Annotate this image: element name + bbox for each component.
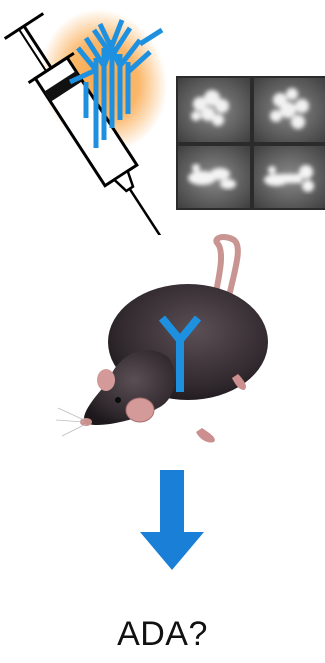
arrow-down-icon xyxy=(138,470,206,572)
mouse-paw-front xyxy=(196,428,215,443)
mouse-tail xyxy=(216,237,238,292)
micrograph-icon xyxy=(176,76,325,210)
syringe-with-antibodies xyxy=(0,0,170,235)
micrograph-panel-1 xyxy=(178,78,250,142)
mouse-ear-back xyxy=(97,369,115,391)
syringe-icon xyxy=(0,0,170,235)
figure-caption: ADA? xyxy=(0,615,325,654)
micrograph-panel-grid xyxy=(176,76,325,210)
down-arrow xyxy=(138,470,206,572)
mouse-ear-front xyxy=(126,398,154,422)
mouse-icon xyxy=(48,232,300,462)
mouse-with-antibody xyxy=(48,232,300,462)
mouse-whiskers xyxy=(56,408,86,436)
micrograph-panel-4 xyxy=(254,146,325,208)
micrograph-panel-2 xyxy=(254,78,325,142)
mouse-eye xyxy=(115,397,121,403)
micrograph-panel-3 xyxy=(178,146,250,208)
